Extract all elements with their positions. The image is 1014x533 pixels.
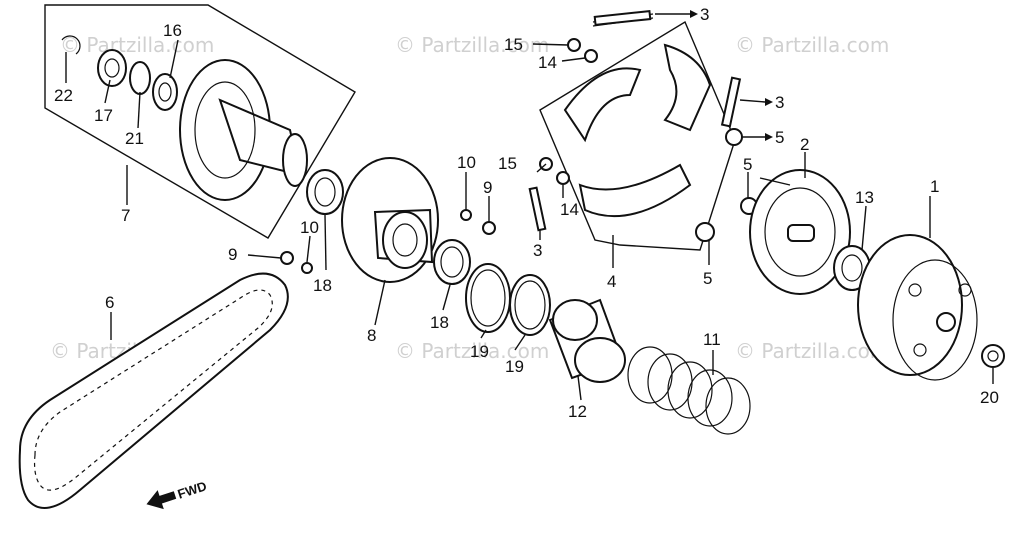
callout-19: 19 — [470, 342, 489, 361]
callout-10: 10 — [457, 153, 476, 172]
leader-lines — [65, 10, 994, 401]
washer-14 — [584, 49, 598, 63]
nut-20 — [981, 344, 1005, 368]
drive-face — [179, 59, 308, 201]
callout-18: 18 — [430, 313, 449, 332]
callout-21: 21 — [125, 129, 144, 148]
group-box-7 — [44, 4, 356, 239]
callout-3: 3 — [775, 93, 784, 112]
watermark: © Partzilla.com — [395, 33, 549, 57]
callout-10: 10 — [300, 218, 319, 237]
callout-3: 3 — [533, 241, 542, 260]
pin-9 — [280, 251, 294, 265]
callout-5: 5 — [703, 269, 712, 288]
drive-plate-2 — [749, 169, 851, 295]
callout-2: 2 — [800, 135, 809, 154]
nut-15 — [567, 38, 581, 52]
callout-9: 9 — [228, 245, 237, 264]
callout-11: 11 — [703, 330, 721, 349]
callout-16: 16 — [163, 21, 182, 40]
spring-11 — [627, 346, 751, 435]
callout-12: 12 — [568, 402, 587, 421]
callout-14: 14 — [538, 53, 557, 72]
watermark: © Partzilla.com — [735, 33, 889, 57]
watermark: © Partzilla.com — [395, 339, 549, 363]
clutch-outer-1 — [857, 234, 978, 381]
roller-5c — [695, 222, 715, 242]
callout-18: 18 — [313, 276, 332, 295]
callout-20: 20 — [980, 388, 999, 407]
roller-5a — [725, 128, 743, 146]
callout-17: 17 — [94, 106, 113, 125]
drive-belt-6 — [18, 272, 289, 509]
callouts: 1 2 3 3 3 4 5 5 5 6 7 8 9 9 10 10 14 11 … — [54, 5, 999, 421]
callout-13: 13 — [855, 188, 874, 207]
callout-14: 14 — [560, 200, 579, 219]
collar-18-b — [433, 239, 471, 285]
spring-3-right — [720, 76, 742, 128]
callout-3: 3 — [700, 5, 709, 24]
callout-6: 6 — [105, 293, 114, 312]
bearings — [61, 35, 178, 111]
callout-19: 19 — [505, 357, 524, 376]
pin-10 — [301, 262, 313, 274]
spring-3-mid — [528, 186, 547, 232]
callout-4: 4 — [607, 272, 616, 291]
group-box-4 — [539, 20, 736, 251]
callout-5: 5 — [775, 128, 784, 147]
watermark: © Partzilla.com — [60, 33, 214, 57]
callout-1: 1 — [930, 177, 939, 196]
callout-8: 8 — [367, 326, 376, 345]
washer-14b — [556, 171, 570, 185]
callout-15: 15 — [504, 35, 523, 54]
callout-22: 22 — [54, 86, 73, 105]
clutch-shoes — [563, 43, 712, 218]
callout-7: 7 — [121, 206, 130, 225]
collar-12 — [548, 298, 626, 383]
callout-5: 5 — [743, 155, 752, 174]
collar-18-a — [306, 169, 344, 215]
fwd-arrow: FWD — [146, 478, 209, 510]
pulley-face — [341, 157, 439, 283]
pin-10b — [460, 209, 472, 221]
callout-15: 15 — [498, 154, 517, 173]
o-ring-19-a — [465, 263, 511, 333]
fwd-label: FWD — [176, 478, 209, 501]
callout-9: 9 — [483, 178, 492, 197]
pin-9b — [482, 221, 496, 235]
watermark: © Partzilla.com — [735, 339, 889, 363]
o-ring-19-b — [509, 274, 551, 336]
